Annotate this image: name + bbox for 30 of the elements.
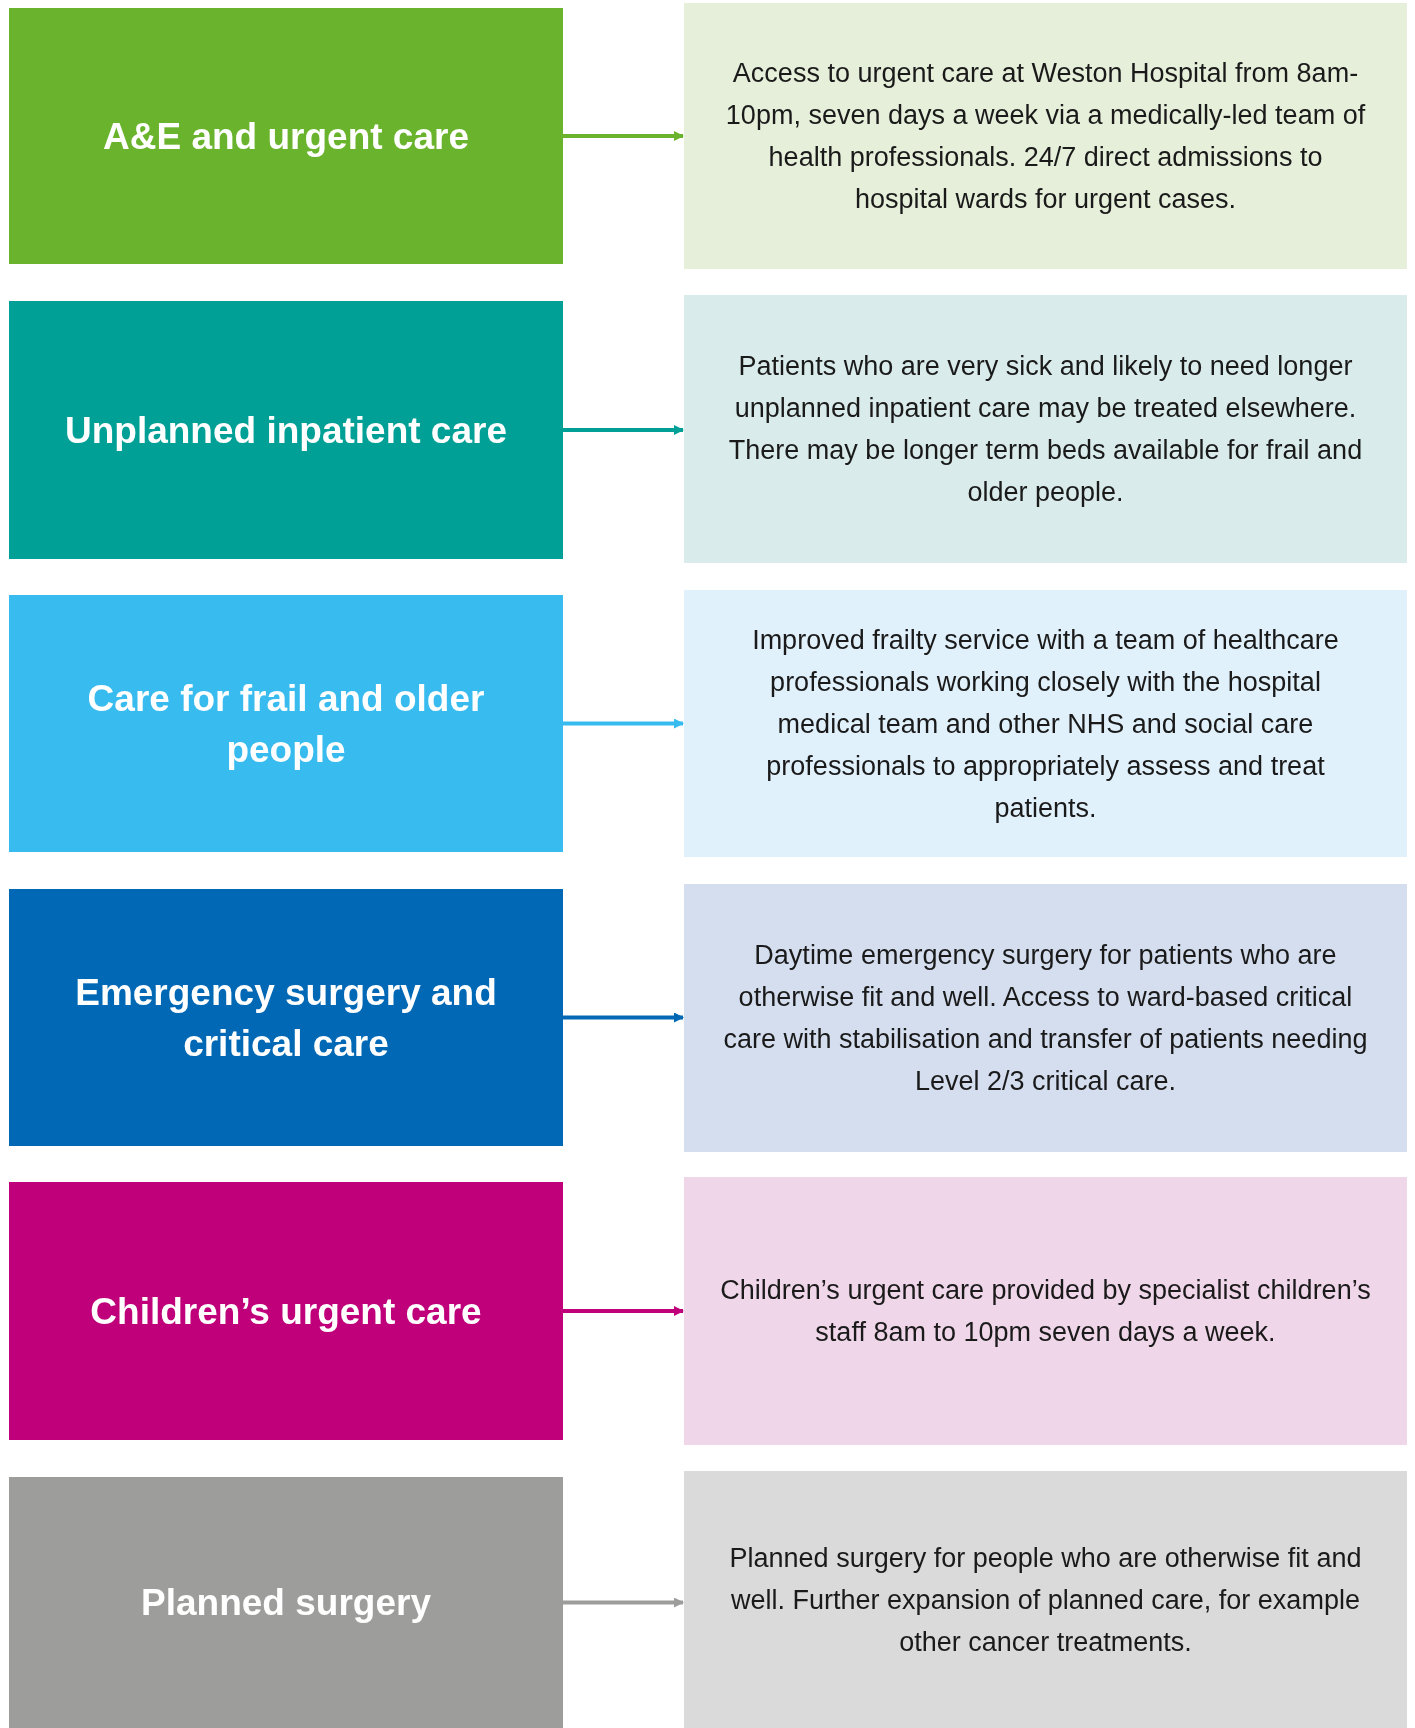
description-text: Daytime emergency surgery for patients who are otherwise fit and well. Access to ward-based critical care with stabilisation and transfer of patients needing Level 2/3 critical care. xyxy=(722,939,1369,1098)
description-box xyxy=(684,590,1407,857)
category-title: Unplanned inpatient care xyxy=(65,408,507,453)
description-box xyxy=(684,1471,1407,1728)
category-title: Emergency surgery and critical care xyxy=(74,970,498,1066)
description-text: Children’s urgent care provided by specialist children’s staff 8am to 10pm seven days a week. xyxy=(720,1274,1371,1349)
description-box xyxy=(684,3,1407,269)
description-box xyxy=(684,295,1407,563)
category-title: Planned surgery xyxy=(141,1581,431,1625)
category-title: A&E and urgent care xyxy=(103,114,469,159)
description-text: Patients who are very sick and likely to need longer unplanned inpatient care may be treated elsewhere. There may be longer term beds available for frail and older people. xyxy=(727,350,1364,509)
category-title: Care for frail and older people xyxy=(86,676,486,772)
arrow xyxy=(563,718,684,729)
category-box xyxy=(9,8,563,264)
category-box xyxy=(9,1182,563,1440)
arrow xyxy=(563,1597,684,1608)
description-text: Access to urgent care at Weston Hospital from 8am-10pm, seven days a week via a medically-led team of health professionals. 24/7 direct admissions to hospital wards for urgent cases. xyxy=(724,57,1367,216)
category-title: Children’s urgent care xyxy=(90,1289,482,1334)
arrow xyxy=(563,131,684,141)
description-text: Planned surgery for people who are otherwise fit and well. Further expansion of planned care, for example other cancer treatments. xyxy=(728,1541,1363,1659)
description-box xyxy=(684,884,1407,1152)
arrow xyxy=(563,1306,684,1316)
category-box xyxy=(9,595,563,852)
description-box xyxy=(684,1177,1407,1445)
category-box xyxy=(9,889,563,1146)
description-text: Improved frailty service with a team of healthcare professionals working closely with the hospital medical team and other NHS and social care professionals to appropriately assess and treat patients. xyxy=(751,623,1340,825)
arrow xyxy=(563,1012,684,1023)
arrow xyxy=(563,425,684,435)
category-box xyxy=(9,1477,563,1728)
category-box xyxy=(9,301,563,559)
